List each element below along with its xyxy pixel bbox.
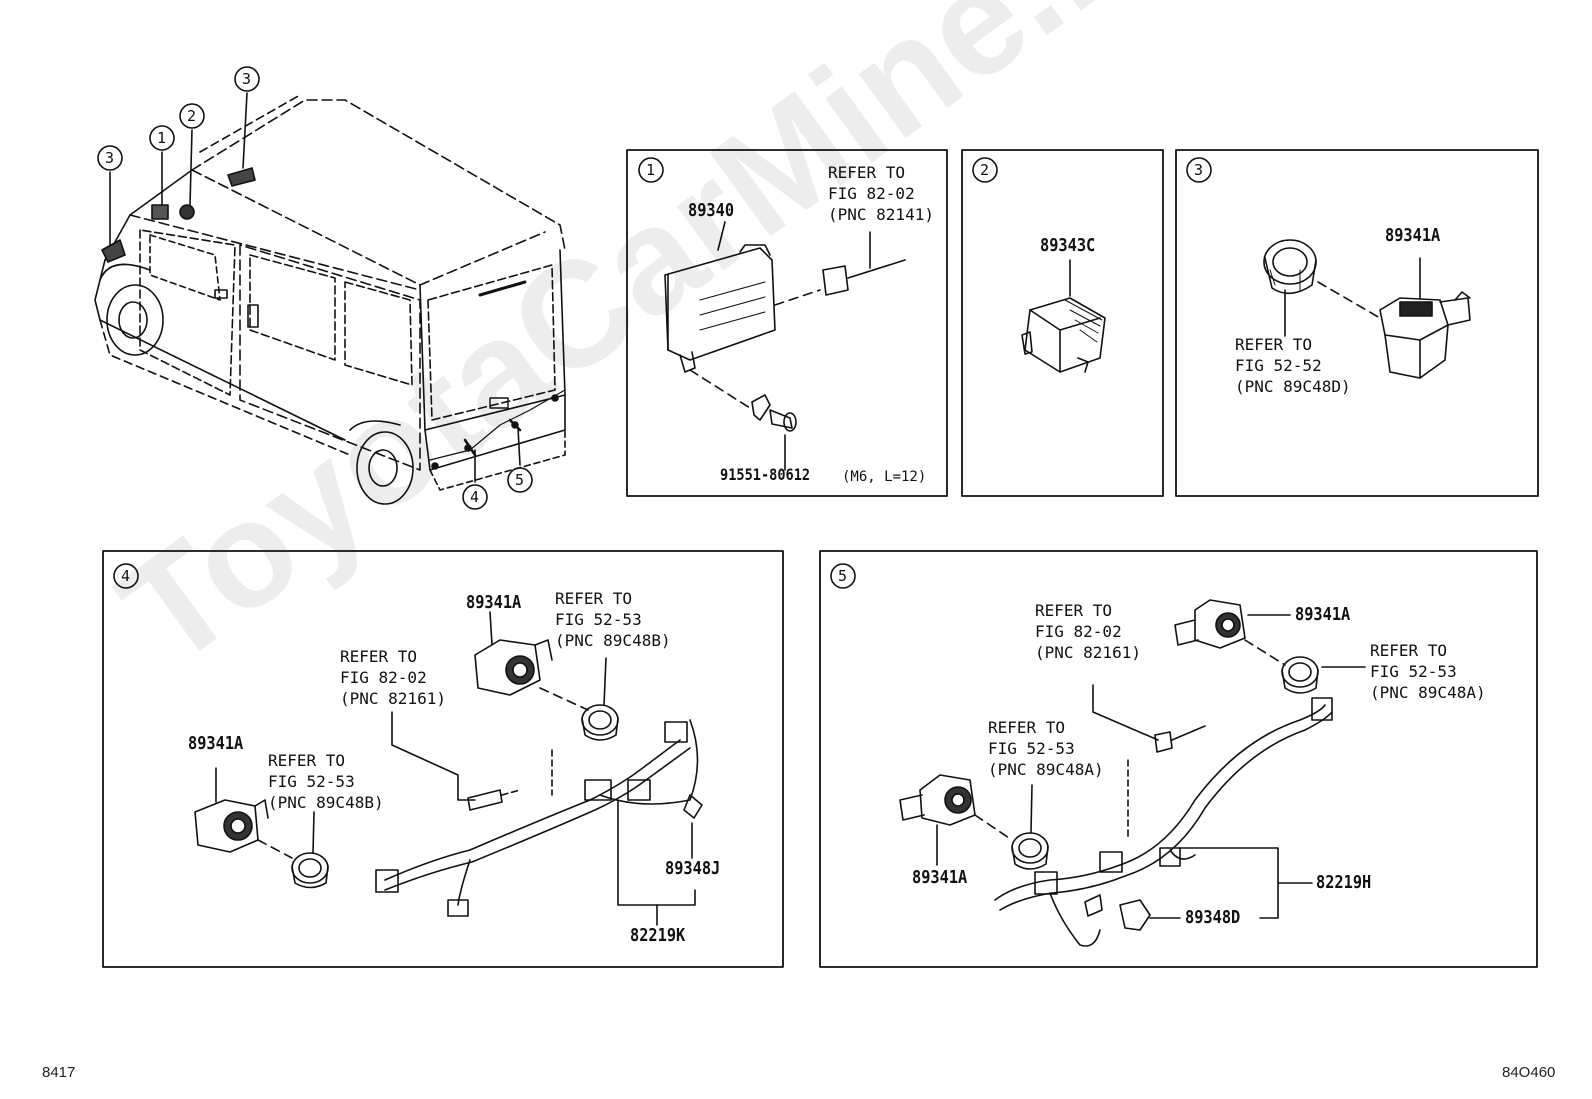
p1-refer-line3: (PNC 82141): [828, 205, 934, 224]
footer-left-code: 8417: [42, 1064, 76, 1081]
van-illustration: [94, 66, 566, 510]
retainer-panel-3: [1263, 239, 1317, 295]
van-callout-3-front: 3: [105, 149, 115, 167]
van-callout-4: 4: [470, 488, 480, 506]
panel-3-frame: [1175, 149, 1539, 497]
sensor-89343C: [1021, 297, 1106, 373]
p5-refer-right-line2: FIG 52-53: [1370, 662, 1457, 681]
retainer-top: [581, 704, 619, 741]
panel-4-index: 4: [121, 567, 131, 585]
part-89348J: 89348J: [665, 858, 721, 879]
bolt-spec: (M6, L=12): [842, 469, 927, 485]
van-callout-5: 5: [515, 471, 525, 489]
panel-1-frame: [626, 149, 948, 497]
p5-refer-right-line1: REFER TO: [1370, 641, 1448, 660]
p3-refer-line1: REFER TO: [1235, 335, 1313, 354]
p5-refer-left-line2: FIG 52-53: [988, 739, 1075, 758]
footer-right-code: 84O460: [1502, 1064, 1556, 1081]
p4-refer-harness-line3: (PNC 82161): [340, 689, 446, 708]
part-89341A-p3: 89341A: [1385, 225, 1441, 246]
harness-82219K: [375, 719, 703, 917]
panel-4-frame: [102, 550, 784, 968]
sensor-89341A-top: [474, 639, 553, 696]
retainer-p5-left: [1011, 832, 1049, 870]
part-82219H: 82219H: [1316, 872, 1372, 893]
sensor-89341A-p5-top: [1174, 599, 1246, 649]
retainer-p5-right: [1281, 656, 1319, 694]
part-82219K: 82219K: [630, 925, 686, 946]
bolt-91551: [751, 394, 797, 432]
p5-refer-left-line3: (PNC 89C48A): [988, 760, 1104, 779]
p4-refer-harness-line1: REFER TO: [340, 647, 418, 666]
sensor-89341A-left: [194, 799, 269, 853]
part-89341A-p4-top: 89341A: [466, 592, 522, 613]
p5-refer-harness-line1: REFER TO: [1035, 601, 1113, 620]
part-91551-80612: 91551-80612: [720, 465, 811, 484]
part-89348D: 89348D: [1185, 907, 1241, 928]
p5-refer-left-line1: REFER TO: [988, 718, 1066, 737]
retainer-left: [291, 852, 329, 889]
ecu-89340: [664, 221, 776, 373]
p4-refer-top-line1: REFER TO: [555, 589, 633, 608]
p5-refer-harness-line2: FIG 82-02: [1035, 622, 1122, 641]
van-callout-3-top: 3: [242, 70, 252, 88]
part-89341A-p4-left: 89341A: [188, 733, 244, 754]
van-callout-1: 1: [157, 129, 167, 147]
sensor-89341A-p5-left: [899, 774, 976, 826]
part-89341A-p5-left: 89341A: [912, 867, 968, 888]
p4-refer-harness-line2: FIG 82-02: [340, 668, 427, 687]
p1-refer-line2: FIG 82-02: [828, 184, 915, 203]
p4-refer-left-line1: REFER TO: [268, 751, 346, 770]
panel-2-frame: [961, 149, 1164, 497]
panel-1-index: 1: [646, 161, 656, 179]
p3-refer-line2: FIG 52-52: [1235, 356, 1322, 375]
panel-5-frame: [819, 550, 1538, 968]
part-89343C: 89343C: [1040, 235, 1096, 256]
part-89341A-p5-top: 89341A: [1295, 604, 1351, 625]
p4-refer-left-line3: (PNC 89C48B): [268, 793, 384, 812]
p4-refer-left-line2: FIG 52-53: [268, 772, 355, 791]
panel-5-index: 5: [838, 567, 848, 585]
p5-refer-harness-line3: (PNC 82161): [1035, 643, 1141, 662]
panel-2-index: 2: [980, 161, 990, 179]
sensor-89341A-panel-3: [1379, 291, 1471, 379]
harness-82219H: [994, 697, 1333, 947]
p4-refer-top-line2: FIG 52-53: [555, 610, 642, 629]
part-89340: 89340: [688, 200, 735, 221]
p1-refer-line1: REFER TO: [828, 163, 906, 182]
p3-refer-line3: (PNC 89C48D): [1235, 377, 1351, 396]
van-callout-2: 2: [187, 107, 197, 125]
p5-refer-right-line3: (PNC 89C48A): [1370, 683, 1486, 702]
panel-3-index: 3: [1194, 161, 1204, 179]
p4-refer-top-line3: (PNC 89C48B): [555, 631, 671, 650]
